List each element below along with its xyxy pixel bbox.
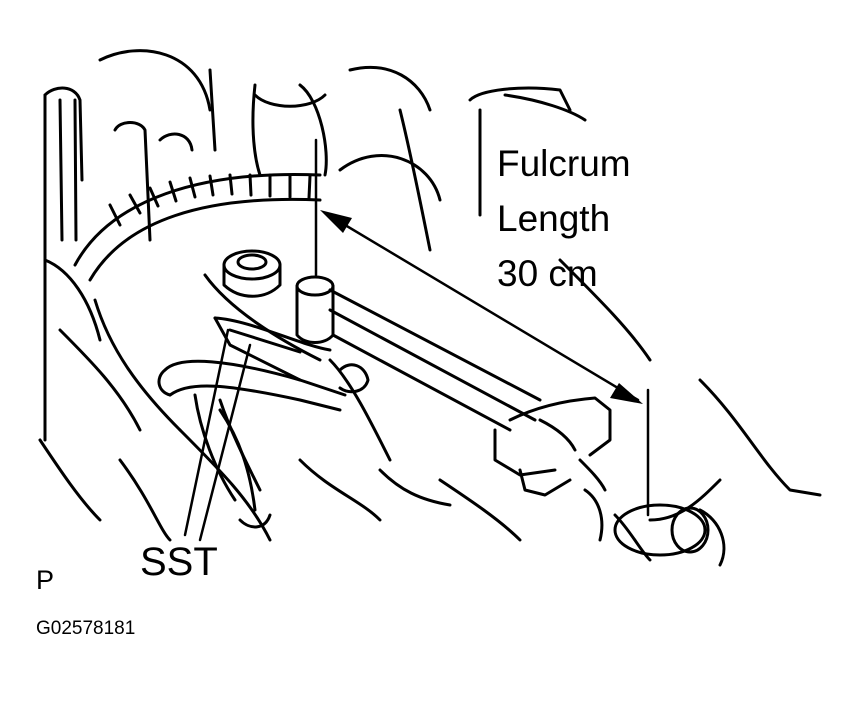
arrowhead-top — [320, 210, 352, 233]
fulcrum-label-line2: Length — [497, 198, 611, 239]
sst-label: SST — [140, 540, 218, 584]
sst-leader-lines — [183, 328, 252, 542]
hose-clamp — [583, 488, 726, 567]
filler-cap — [203, 249, 322, 362]
hoses-foreground — [93, 298, 392, 502]
fulcrum-label-line1: Fulcrum — [497, 143, 631, 184]
sst-tool — [213, 275, 612, 497]
fulcrum-label-line3: 30 cm — [497, 253, 598, 294]
dimension-arrow — [314, 138, 650, 517]
engine-background-outline — [38, 49, 822, 542]
corrugated-hose — [73, 172, 322, 282]
corner-mark: P — [36, 565, 55, 595]
figure-id: G02578181 — [36, 618, 136, 639]
arrowhead-bottom — [610, 383, 643, 404]
